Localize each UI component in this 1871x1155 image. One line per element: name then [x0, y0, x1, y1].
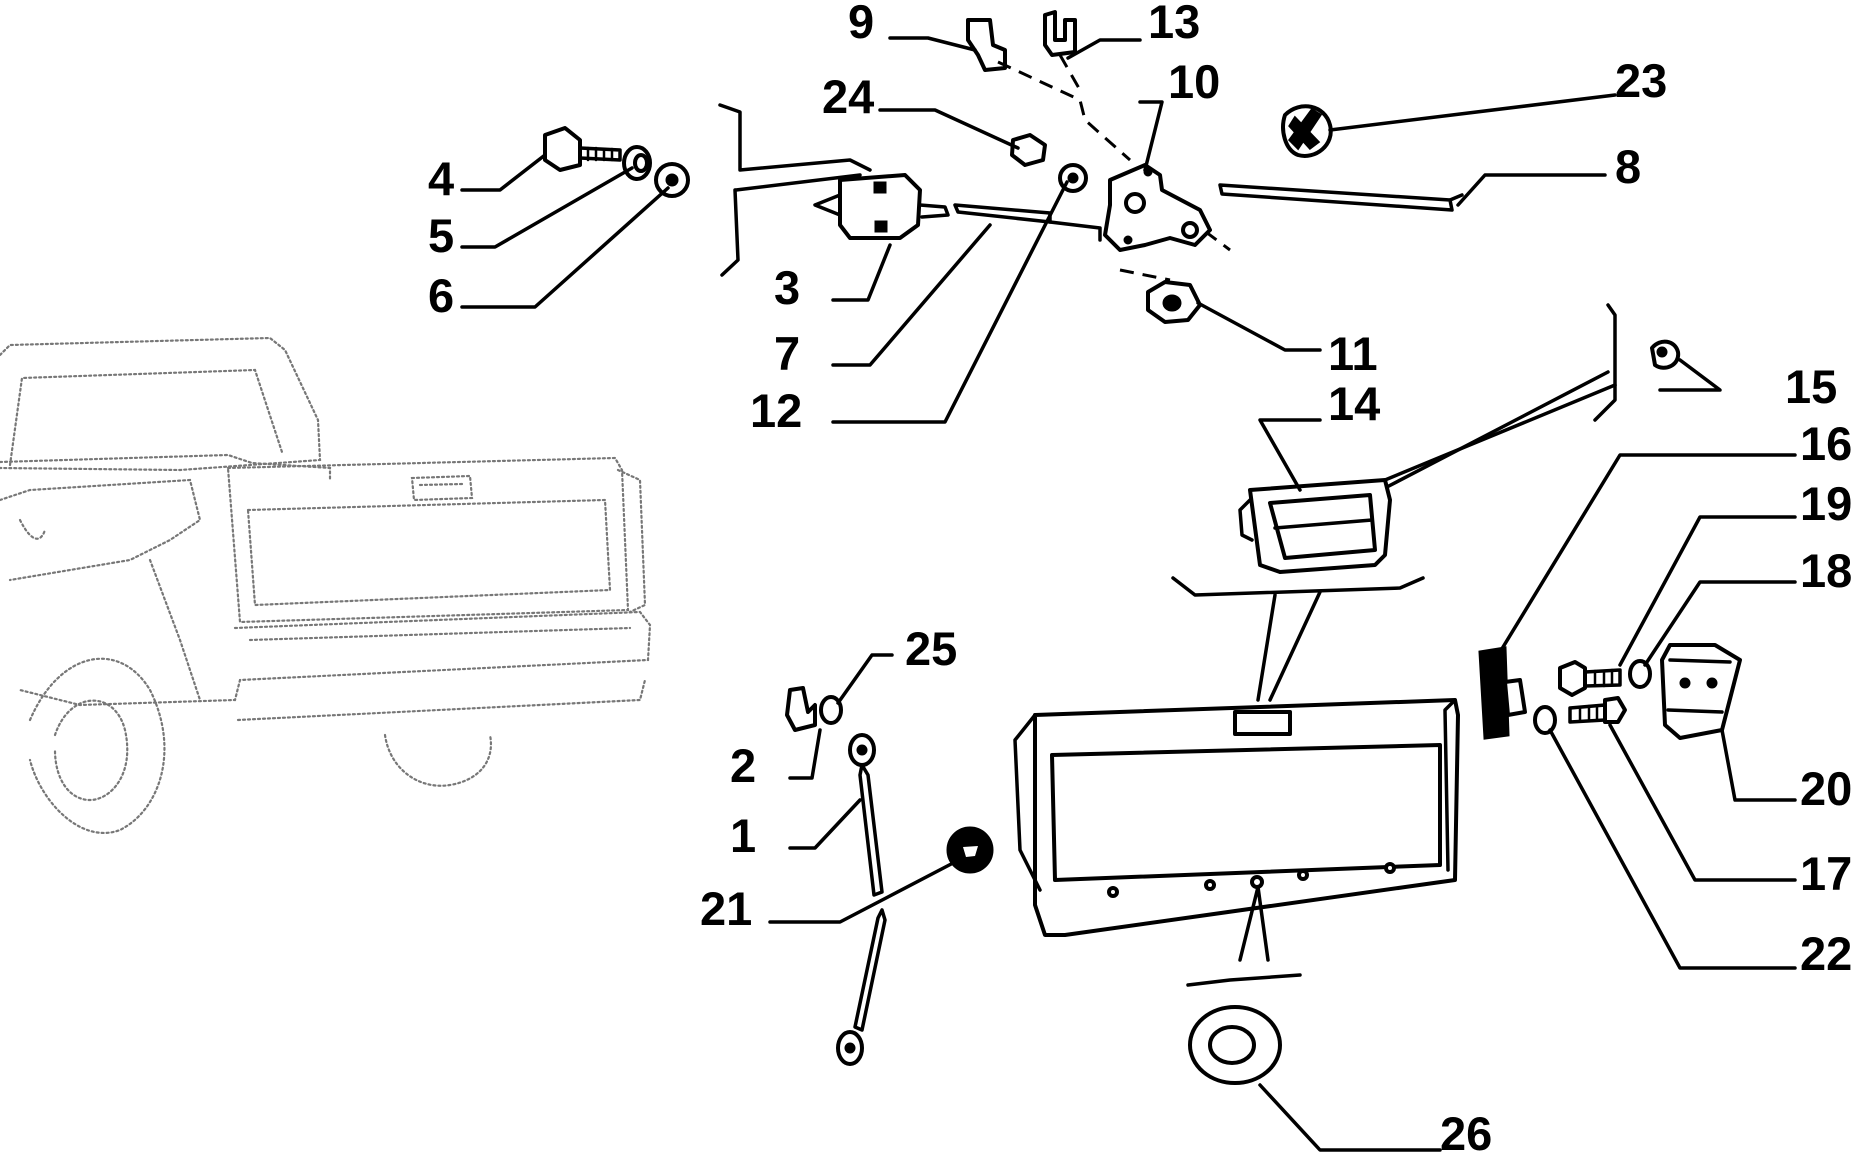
callout-16: 16: [1800, 417, 1852, 470]
callout-21: 21: [700, 882, 752, 935]
callout-4: 4: [428, 152, 454, 205]
callout-12: 12: [750, 384, 802, 437]
callout-3: 3: [774, 261, 800, 314]
washer-25-part: [819, 695, 843, 725]
nut-24-part: [1010, 133, 1047, 167]
bracket-20-part: [1660, 643, 1742, 740]
callout-18: 18: [1800, 544, 1852, 597]
callout-19: 19: [1800, 477, 1852, 530]
callout-5: 5: [428, 209, 454, 262]
strut-rod-part: [858, 763, 884, 897]
handle-assembly: [1238, 303, 1742, 740]
switch-part: [1478, 646, 1510, 740]
lock-cylinder-part: [838, 173, 922, 240]
screw-17-part: [1603, 696, 1627, 724]
callout-numbers: 4 5 6 3 7 12 9 13 24 10 23 8 11 15 14 16…: [428, 0, 1852, 1155]
pickup-truck-outline: [0, 336, 652, 834]
callout-26: 26: [1440, 1107, 1492, 1155]
callout-13: 13: [1148, 0, 1200, 48]
callout-6: 6: [428, 269, 454, 322]
callout-11: 11: [1328, 327, 1378, 380]
screw-19-part: [1558, 660, 1587, 697]
callout-8: 8: [1615, 140, 1641, 193]
clip-13-part: [1043, 10, 1077, 57]
callout-7: 7: [774, 327, 800, 380]
clip-9-part: [966, 18, 1007, 72]
callout-9: 9: [848, 0, 874, 48]
callout-24: 24: [822, 70, 874, 123]
callout-leaders: [460, 36, 1797, 1152]
callout-25: 25: [905, 622, 957, 675]
callout-23: 23: [1615, 54, 1667, 107]
washer-18-part: [1628, 659, 1652, 689]
callout-14: 14: [1328, 377, 1380, 430]
callout-1: 1: [730, 809, 756, 862]
callout-17: 17: [1800, 847, 1852, 900]
bolt-part: [543, 126, 582, 172]
callout-20: 20: [1800, 762, 1852, 815]
callout-22: 22: [1800, 927, 1852, 980]
callout-2: 2: [730, 739, 756, 792]
washer-22-part: [1533, 705, 1557, 735]
latch-mechanism: [543, 10, 1464, 324]
callout-15: 15: [1785, 360, 1837, 413]
callout-10: 10: [1168, 55, 1220, 108]
tailgate-panel: [1013, 576, 1460, 1085]
gas-strut: [785, 686, 994, 1066]
clip-2-part: [785, 686, 817, 732]
